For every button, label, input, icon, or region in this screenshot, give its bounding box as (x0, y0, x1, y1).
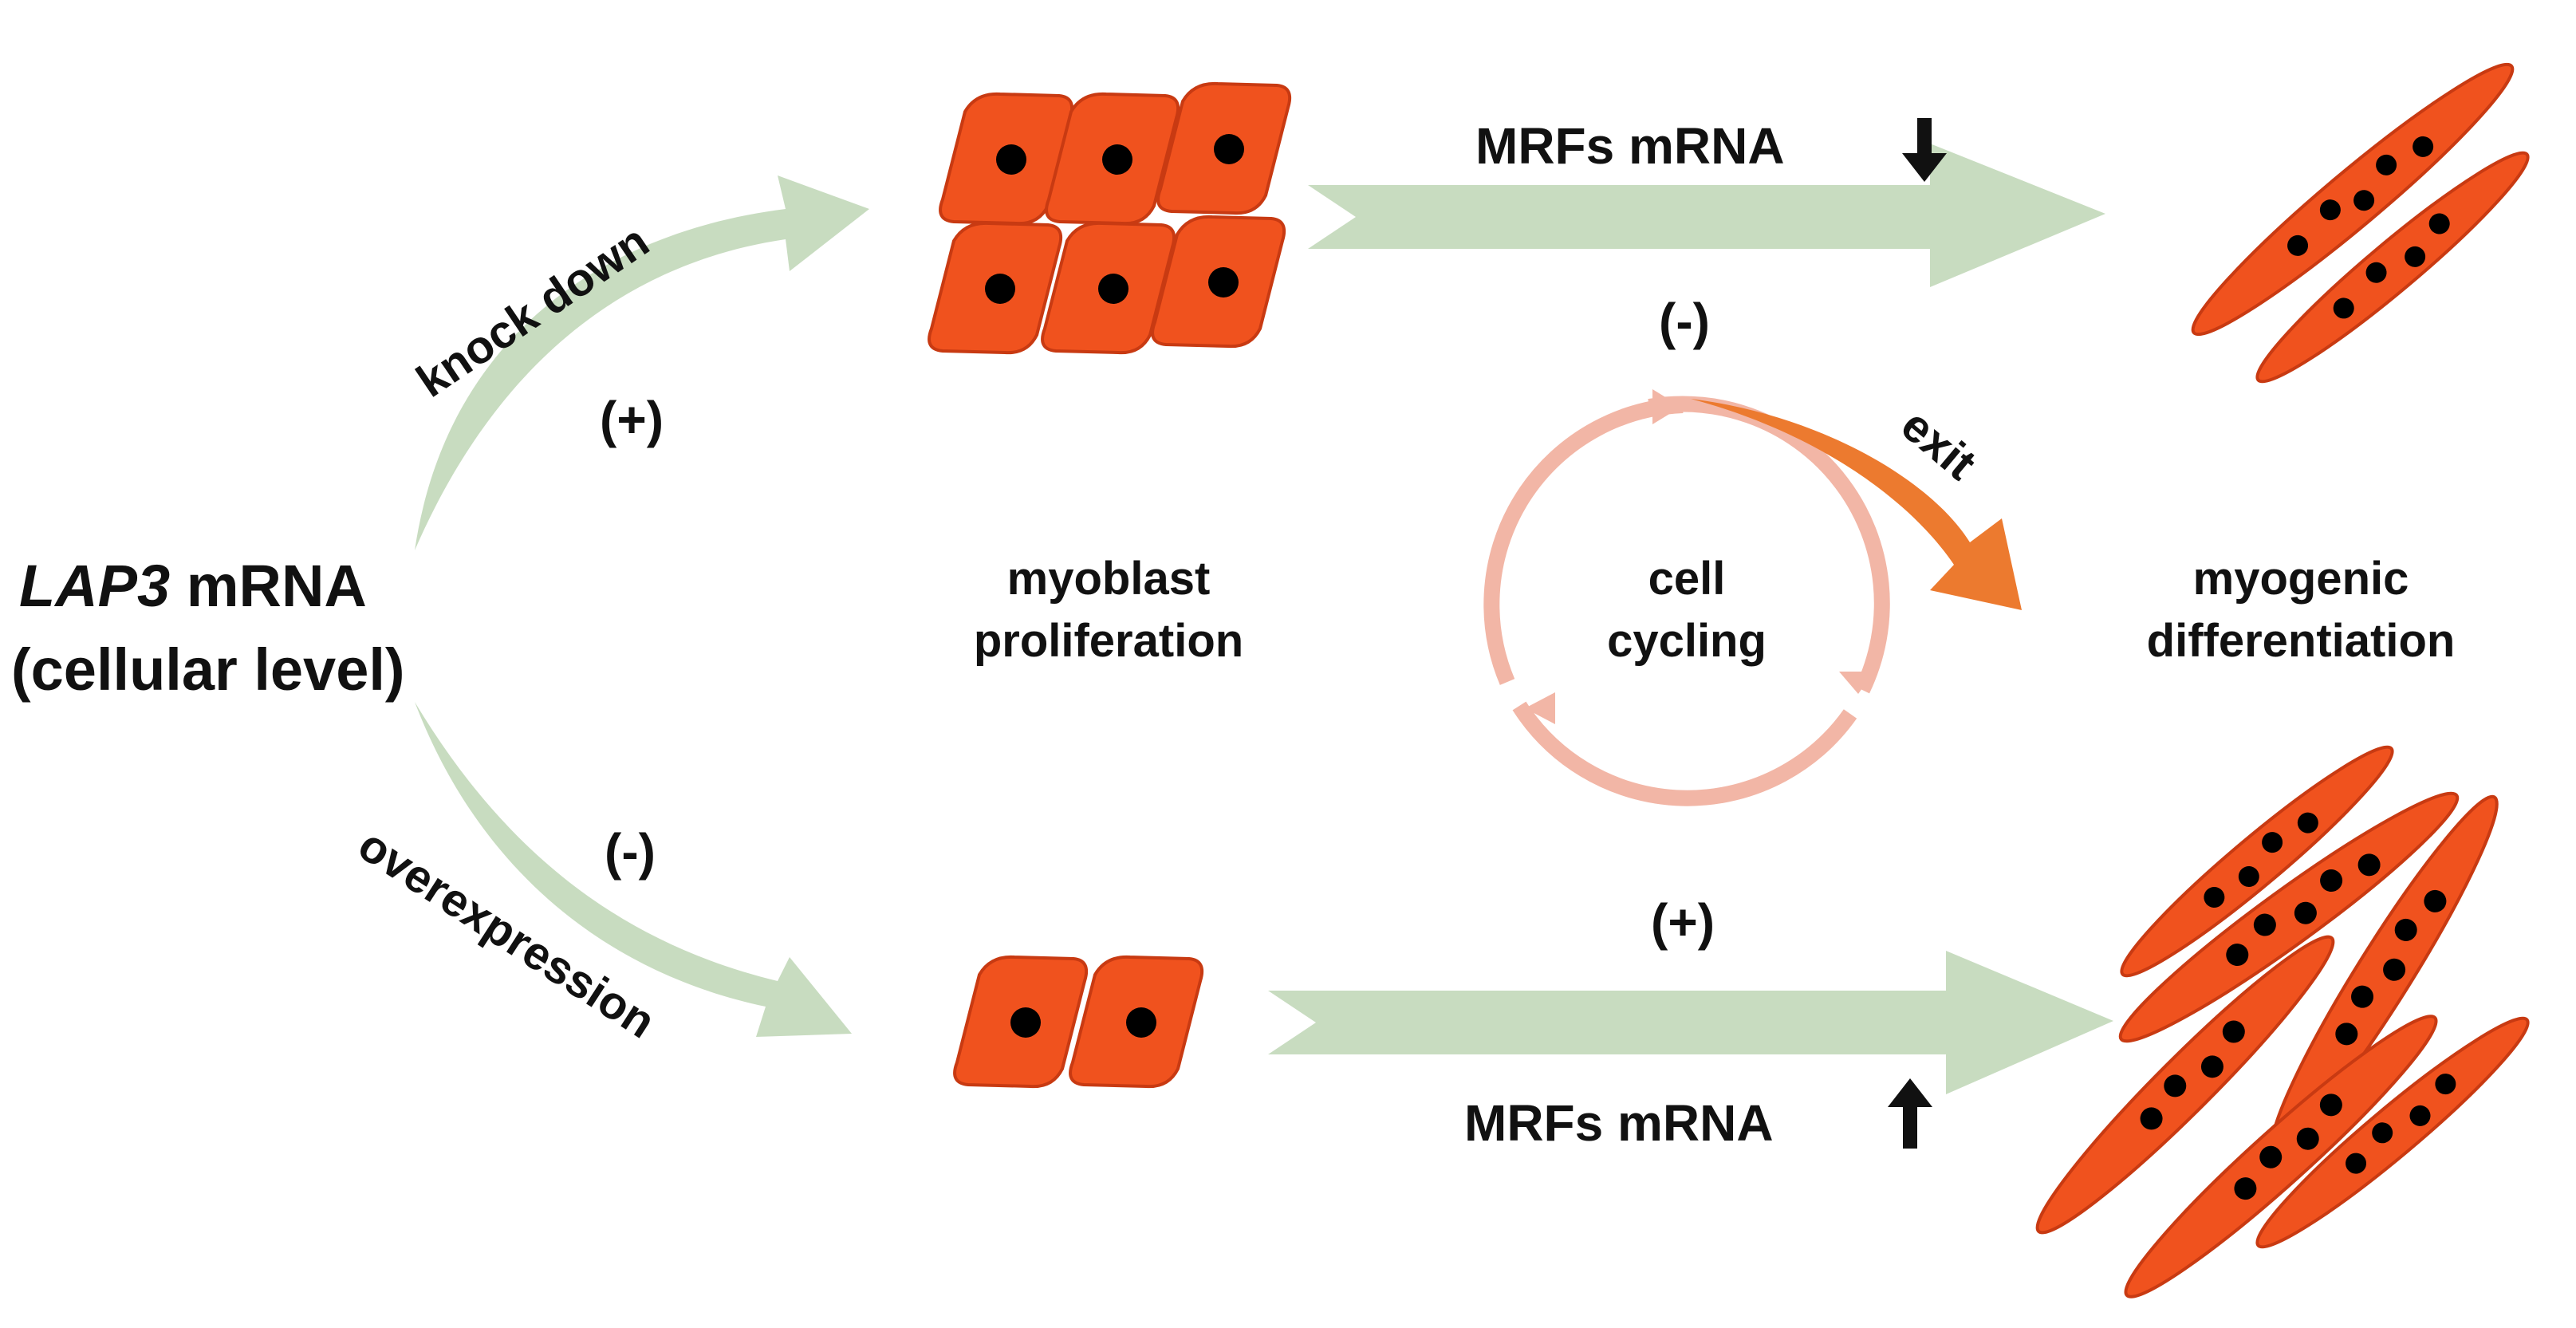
cell-cycle-ring (1483, 396, 1890, 806)
mrf-up-arrow-icon (1888, 1078, 1932, 1149)
source-label-line1: LAP3 mRNA (19, 553, 367, 619)
lower-myoblast-cluster (953, 955, 1204, 1089)
lower-branch-sign: (-) (605, 823, 656, 881)
upper-mrf-label: MRFs mRNA (1475, 117, 1785, 175)
myotube (2105, 728, 2409, 995)
lower-straight-arrow (1268, 951, 2113, 1094)
mrf-down-arrow-icon (1902, 118, 1947, 182)
exit-arrow (1691, 399, 2022, 610)
cell-cycle-label-line2: cycling (1607, 615, 1767, 667)
overexpression-curved-arrow (415, 702, 852, 1037)
myotube (2019, 919, 2351, 1251)
myoblast-cell (953, 955, 1089, 1089)
myoblast-cell (1069, 955, 1204, 1089)
outcome-label-line2: differentiation (2147, 615, 2456, 667)
upper-myotube-cluster (2174, 43, 2544, 400)
myotube (2107, 995, 2455, 1318)
proliferation-label-line2: proliferation (974, 615, 1243, 667)
proliferation-label-line1: myoblast (1007, 553, 1211, 605)
upper-center-sign: (-) (1659, 293, 1710, 350)
upper-straight-arrow (1308, 144, 2105, 287)
myotube (2105, 774, 2473, 1062)
knockdown-label: knock down (408, 215, 658, 407)
upper-branch-sign: (+) (600, 391, 664, 448)
cell-cycle-label-line1: cell (1648, 553, 1726, 605)
upper-myoblast-cluster (928, 81, 1292, 355)
myotube (2241, 999, 2544, 1266)
knockdown-curved-arrow (415, 175, 869, 550)
lower-myotube-cluster (2019, 728, 2544, 1318)
myotube (2250, 781, 2519, 1165)
source-label-line2: (cellular level) (11, 636, 405, 703)
cell-cycle-arrowheads (1525, 389, 1874, 724)
myoblast-cell (928, 221, 1063, 355)
myotube (2174, 43, 2531, 356)
myotube (2241, 134, 2544, 400)
outcome-label-line1: myogenic (2193, 553, 2409, 605)
exit-label: exit (1892, 399, 1986, 490)
lower-mrf-label: MRFs mRNA (1464, 1094, 1774, 1152)
lower-center-sign: (+) (1651, 893, 1715, 951)
